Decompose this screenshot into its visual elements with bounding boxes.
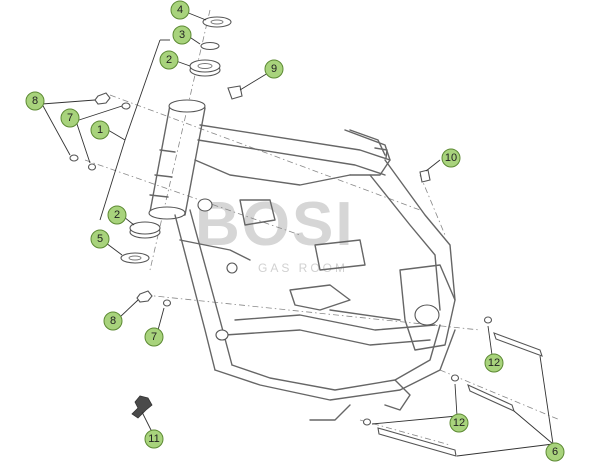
- top-washer-part: [202, 16, 232, 28]
- ring-part: [200, 41, 220, 51]
- motorcycle-frame: [148, 99, 456, 421]
- clip-part: [227, 85, 243, 100]
- callout-8-bottom-label: 8: [110, 315, 116, 327]
- callout-10-label: 10: [445, 152, 457, 164]
- watermark: BOSI GAS ROOM: [195, 190, 355, 275]
- nut-part-top: [94, 92, 111, 105]
- callout-2-bottom-label: 2: [114, 209, 120, 221]
- pin-part: [419, 169, 431, 183]
- callouts: 4 3 2 9 8 7 1 10 2 5 8 7 12 12 11 6: [25, 0, 565, 462]
- bottom-washer-part: [120, 252, 150, 264]
- nut-part-bottom: [136, 290, 153, 303]
- callout-12-upper-label: 12: [488, 357, 500, 369]
- small-washer-part: [483, 316, 493, 324]
- callout-12-upper: 12: [484, 353, 504, 373]
- callout-7-top: 7: [60, 108, 80, 128]
- callout-4-label: 4: [177, 4, 183, 16]
- callout-1-label: 1: [97, 124, 103, 136]
- callout-5-label: 5: [97, 233, 103, 245]
- leader-lines: [41, 11, 554, 457]
- parts: [69, 16, 543, 457]
- long-bolts: [377, 332, 543, 457]
- callout-1: 1: [90, 120, 110, 140]
- callout-11-label: 11: [148, 433, 159, 445]
- callout-5: 5: [90, 229, 110, 249]
- callout-6: 6: [545, 442, 565, 462]
- watermark-brand: BOSI: [195, 190, 355, 259]
- callout-11: 11: [144, 429, 164, 449]
- callout-7-top-label: 7: [67, 112, 73, 124]
- callout-7-bottom: 7: [144, 327, 164, 347]
- cable-clip-part: [131, 395, 153, 419]
- callout-9: 9: [264, 59, 284, 79]
- watermark-tagline: GAS ROOM: [258, 261, 348, 275]
- callout-4: 4: [170, 0, 190, 20]
- callout-8-top-label: 8: [32, 95, 38, 107]
- callout-6-label: 6: [552, 446, 558, 458]
- washer-part-top: [121, 102, 131, 110]
- callout-3-label: 3: [179, 29, 185, 41]
- callout-3: 3: [172, 25, 192, 45]
- callout-2-top-label: 2: [166, 54, 172, 66]
- washer-part-bottom: [162, 299, 172, 307]
- callout-2-top: 2: [159, 50, 179, 70]
- callout-8-top: 8: [25, 91, 45, 111]
- callout-9-label: 9: [271, 63, 277, 75]
- callout-10: 10: [441, 148, 461, 168]
- callout-8-bottom: 8: [103, 311, 123, 331]
- callout-12-lower: 12: [449, 413, 469, 433]
- callout-12-lower-label: 12: [453, 417, 465, 429]
- callout-7-bottom-label: 7: [151, 331, 157, 343]
- callout-2-bottom: 2: [107, 205, 127, 225]
